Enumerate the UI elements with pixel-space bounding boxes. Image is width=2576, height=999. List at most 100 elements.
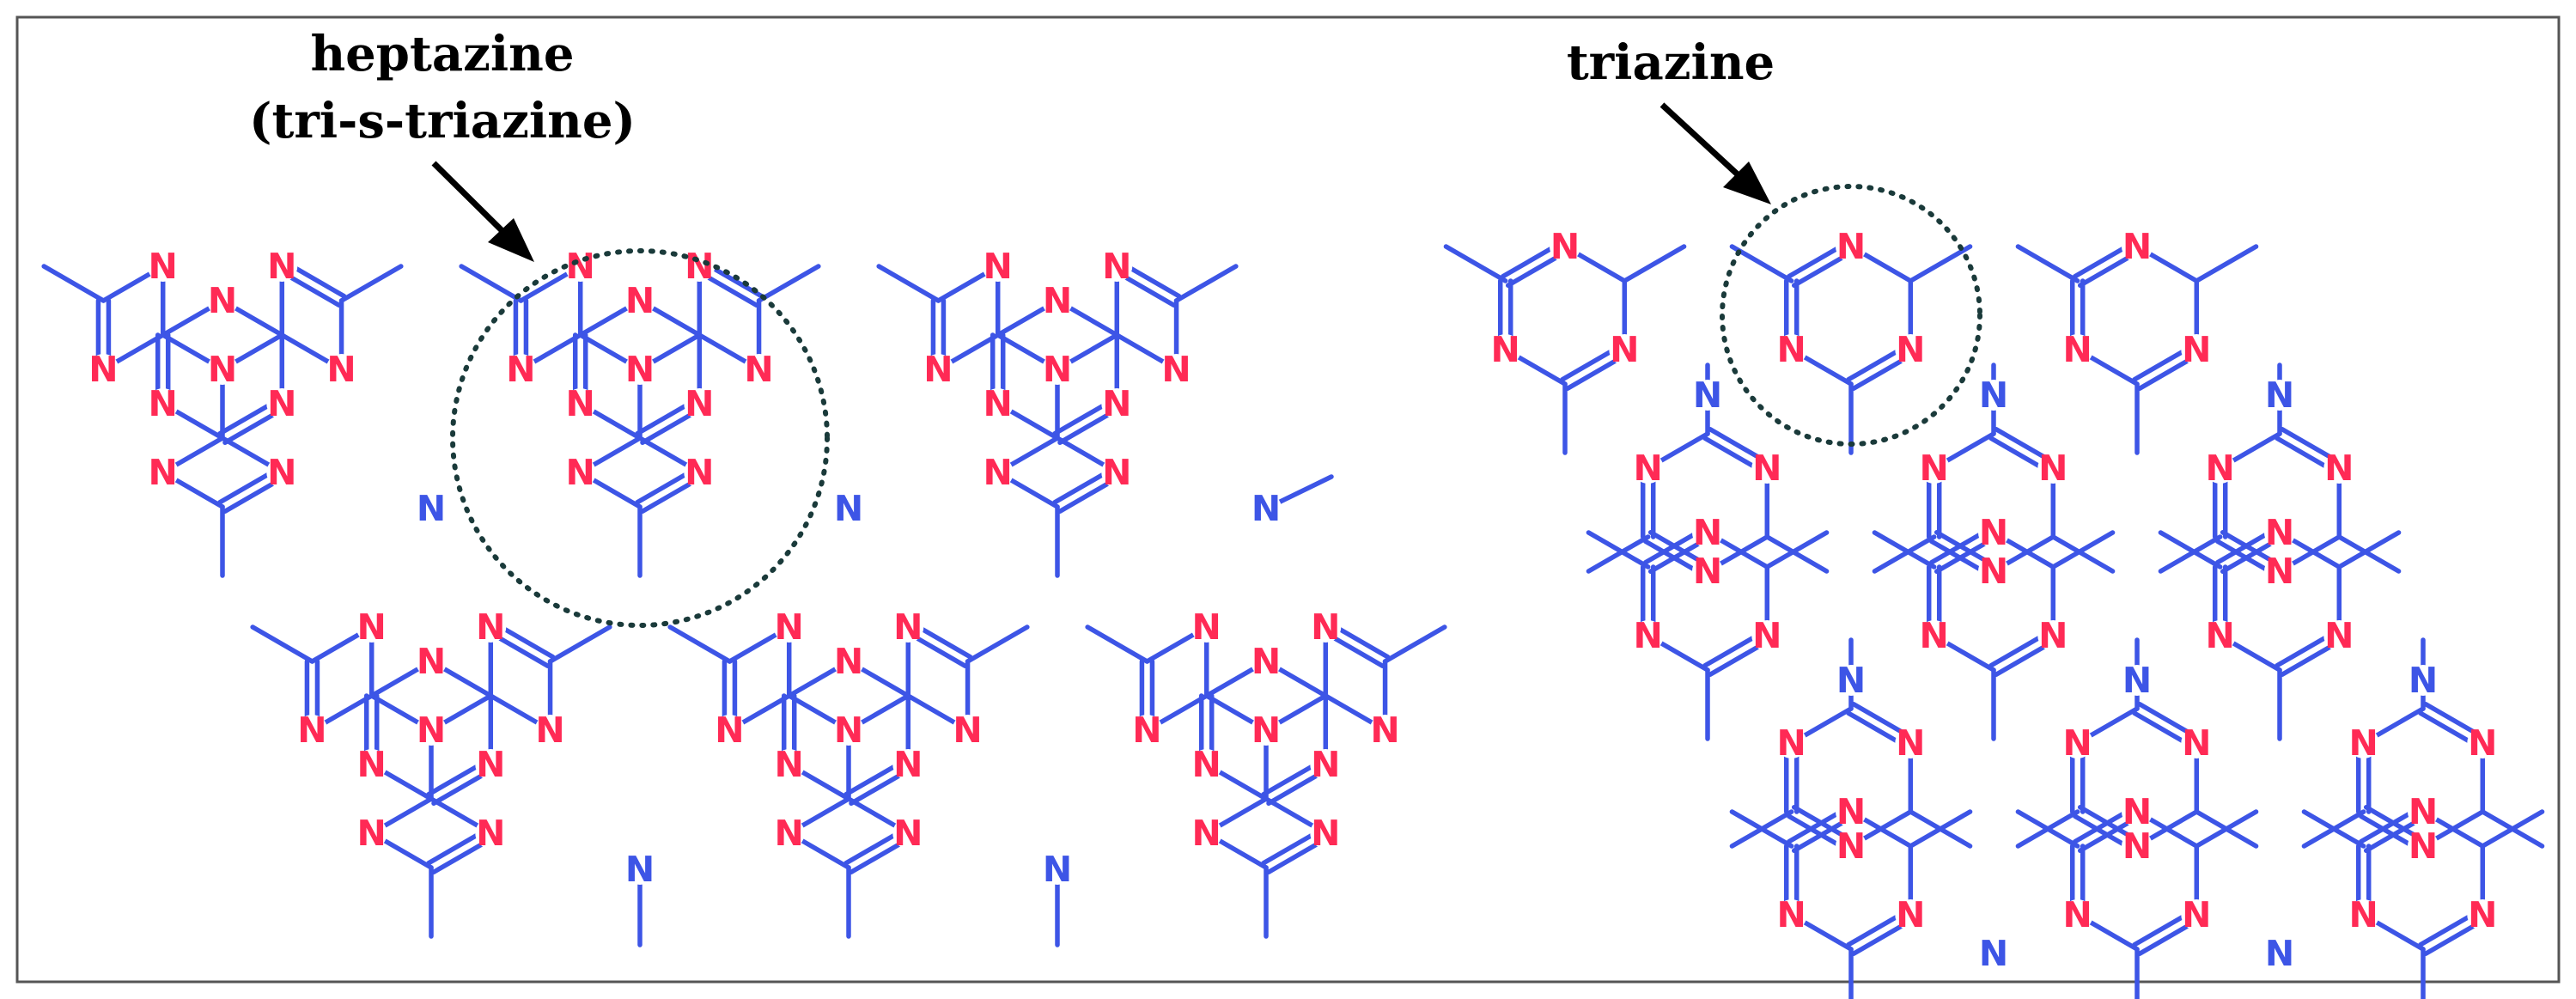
ring-nitrogen-atom: N [984,452,1013,493]
ring-nitrogen-atom: N [149,452,178,493]
atom-backdrop [684,457,716,488]
ring-nitrogen-atom: N [1251,641,1281,682]
atom-backdrop [2181,728,2213,758]
ring-nitrogen-atom: N [1161,349,1191,390]
atom-backdrop [1042,354,1073,385]
atom-backdrop [982,388,1014,419]
ring-nitrogen-atom: N [685,383,714,424]
heptazine-sublabel: (tri-s-triazine) [249,93,636,149]
ring-nitrogen-atom: N [2324,448,2354,489]
bond-line [756,264,821,303]
ring-nitrogen-atom: N [1920,615,1949,656]
ring-nitrogen-atom: N [1043,349,1072,390]
bridge-nitrogen-atom: N [417,488,446,529]
atom-backdrop [684,251,716,282]
ring-nitrogen-atom: N [1979,512,2008,553]
bond-line [2301,809,2366,849]
ring-nitrogen-atom: N [685,452,714,493]
ring-nitrogen-atom: N [893,606,923,648]
ring-nitrogen-atom: N [715,710,744,751]
atom-backdrop [1775,334,1807,365]
atom-backdrop [892,818,924,849]
bond-line [1586,530,1651,570]
bond-line [1729,244,1794,283]
ring-nitrogen-atom: N [566,383,595,424]
atom-backdrop [1191,818,1222,849]
atom-backdrop [2408,665,2439,696]
bond-line [876,264,941,303]
bond-line [2015,809,2080,849]
atom-backdrop [266,388,298,419]
atom-backdrop [833,493,864,524]
ring-nitrogen-atom: N [2324,615,2354,656]
ring-nitrogen-atom: N [1491,329,1520,370]
bond-line [1622,244,1687,283]
atom-backdrop [475,612,507,643]
ring-nitrogen-atom: N [1550,226,1580,267]
ring-nitrogen-atom: N [1836,791,1866,832]
atom-backdrop [624,285,655,316]
ring-nitrogen-atom: N [1043,280,1072,321]
atom-backdrop [1918,620,1950,651]
bond-line [2050,534,2116,574]
bond-line [2480,809,2545,849]
bond-line [1586,534,1651,574]
ring-nitrogen-atom: N [1693,551,1722,592]
bridge-nitrogen-atom: N [2409,660,2438,701]
ring-nitrogen-atom: N [357,606,387,648]
atom-backdrop [952,715,984,746]
atom-backdrop [833,646,864,677]
atom-backdrop [1895,899,1927,930]
atom-backdrop [773,612,805,643]
bond-line [250,624,315,664]
atom-backdrop [564,388,596,419]
bridge-nitrogen-atom: N [1251,488,1281,529]
heptazine-network: NNNNNNNNNNNNNNNNNNNNNNNNNNNNNNNNNNNNNNNN… [41,246,1447,947]
atom-backdrop [892,612,924,643]
atom-backdrop [356,749,387,780]
ring-nitrogen-atom: N [834,710,863,751]
triazine-label: triazine [1567,34,1775,91]
ring-nitrogen-atom: N [1896,722,1925,764]
bond-line [1382,624,1447,664]
ring-nitrogen-atom: N [2182,894,2211,935]
ring-nitrogen-atom: N [923,349,953,390]
atom-backdrop [1978,556,2009,587]
bond-line [2336,534,2402,574]
ring-nitrogen-atom: N [2063,329,2092,370]
atom-backdrop [1836,231,1867,262]
atom-backdrop [2122,665,2153,696]
ring-nitrogen-atom: N [566,452,595,493]
bond-line [2158,534,2223,574]
atom-backdrop [743,354,775,385]
ring-nitrogen-atom: N [775,813,804,854]
atom-backdrop [207,354,238,385]
ring-nitrogen-atom: N [834,641,863,682]
ring-nitrogen-atom: N [476,813,505,854]
heptazine-arrow [431,161,534,262]
atom-backdrop [1692,556,1723,587]
ring-nitrogen-atom: N [775,606,804,648]
atom-backdrop [2408,796,2439,827]
bond-line [2194,244,2259,283]
bond-line [2050,530,2116,570]
atom-backdrop [2264,938,2295,969]
ring-nitrogen-atom: N [984,246,1013,287]
ring-nitrogen-atom: N [1311,606,1340,648]
atom-backdrop [1550,231,1580,262]
atom-backdrop [833,715,864,746]
atom-backdrop [1751,620,1783,651]
atom-backdrop [923,354,954,385]
bridge-nitrogen-atom: N [2265,375,2294,416]
bond-line [1764,534,1830,574]
ring-nitrogen-atom: N [2349,722,2378,764]
ring-nitrogen-atom: N [1102,246,1131,287]
atom-backdrop [147,388,179,419]
ring-nitrogen-atom: N [1896,329,1925,370]
heptazine-highlight-circle [450,248,830,628]
bond-line [338,264,404,303]
ring-nitrogen-atom: N [357,813,387,854]
ring-nitrogen-atom: N [2206,448,2235,489]
ring-nitrogen-atom: N [2409,825,2438,867]
